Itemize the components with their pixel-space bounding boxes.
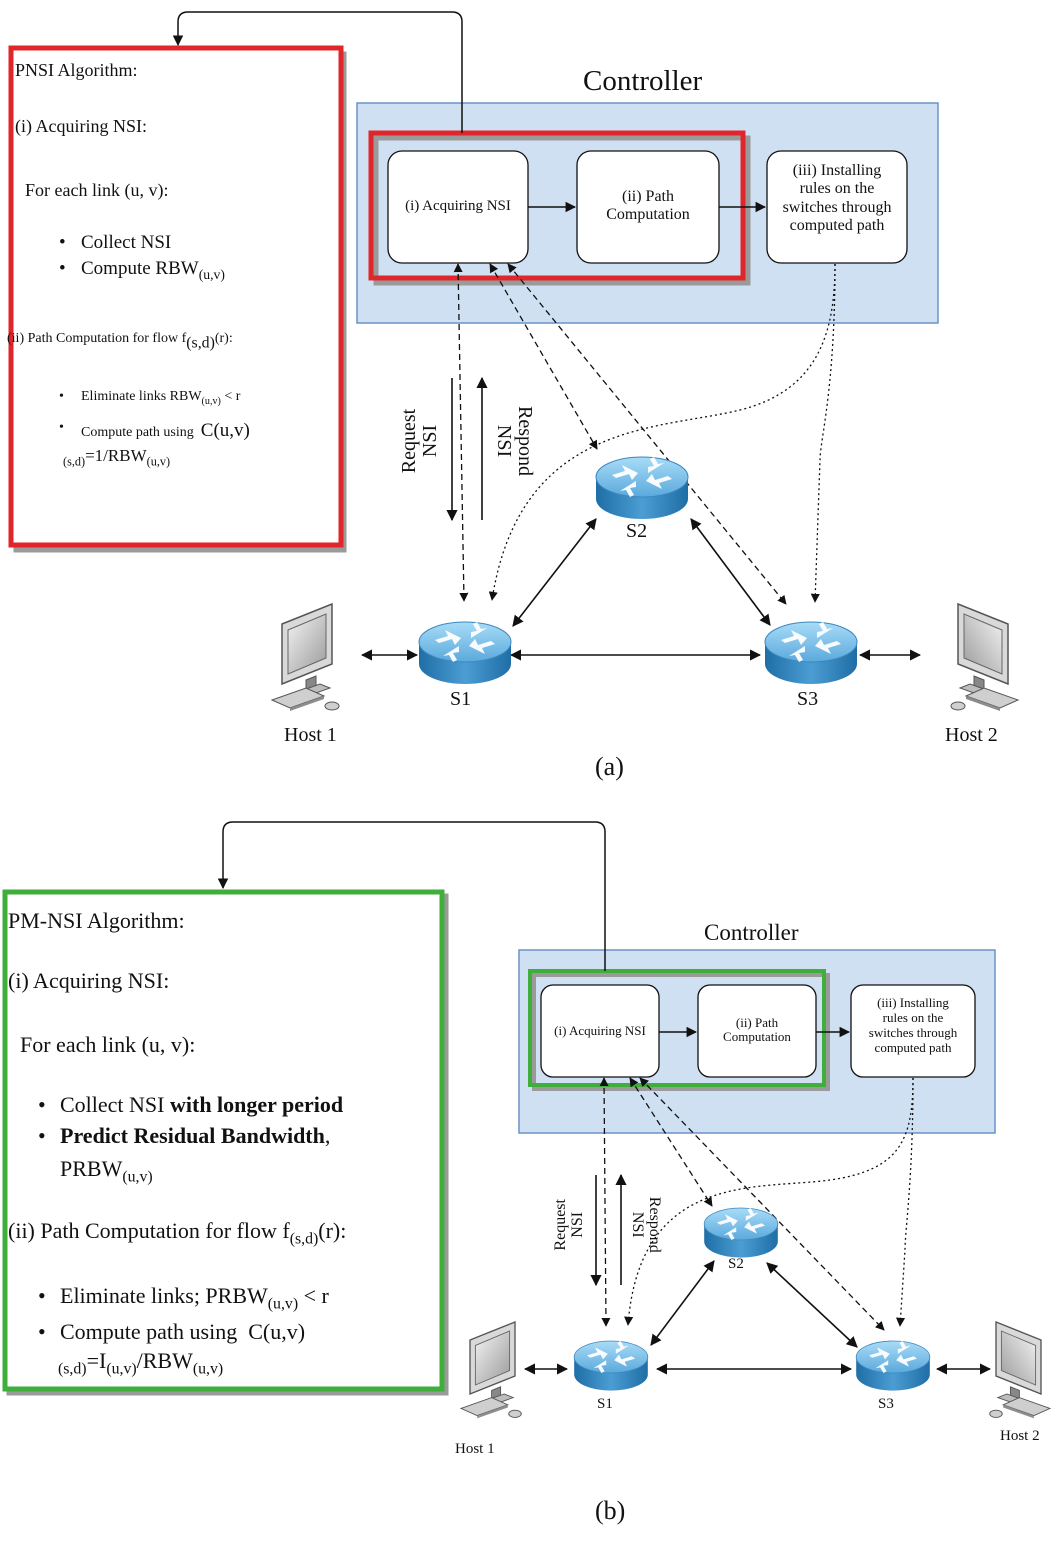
cost-formula: (s,d)=1/RBW(u,v) (63, 446, 171, 469)
bullet-predict-bandwidth: Predict Residual Bandwidth, (38, 1121, 343, 1152)
algorithm-title: PNSI Algorithm: (15, 60, 138, 80)
respond-nsi-label: Respond NSI (493, 406, 536, 476)
switch-s2-label: S2 (626, 520, 648, 542)
controller-title-a: Controller (583, 65, 703, 97)
router-icon (573, 1340, 649, 1391)
switch-s3-label: S3 (878, 1396, 894, 1412)
router-icon (855, 1340, 931, 1391)
host1-label: Host 1 (455, 1441, 495, 1457)
acquiring-nsi-box-b (540, 984, 660, 1078)
caption-b: (b) (595, 1496, 626, 1525)
switch-s1-label: S1 (450, 688, 472, 710)
request-nsi-label: Request NSI (552, 1199, 586, 1251)
bullet-compute-path: Compute path using C(u,v) (59, 417, 250, 446)
bullet-compute-rbw: Compute RBW(u,v) (59, 256, 225, 284)
installing-rules-label-a: (iii) Installing rules on the switches t… (782, 162, 892, 235)
step-path-computation: (ii) Path Computation for flow f(s,d)(r)… (8, 1218, 347, 1248)
switch-s3-label: S3 (797, 688, 819, 710)
bullet-eliminate-links: Eliminate links RBW(u,v) < r (59, 386, 250, 409)
prbw-label: PRBW(u,v) (60, 1156, 153, 1186)
caption-a: (a) (595, 752, 624, 781)
installing-rules-box-b (850, 984, 976, 1078)
bullet-collect-nsi: Collect NSI (59, 230, 225, 256)
switch-s2-label: S2 (728, 1256, 744, 1272)
for-each-link: For each link (u, v): (20, 1032, 196, 1057)
host2-label: Host 2 (1000, 1428, 1040, 1444)
desktop-computer-icon (950, 603, 1019, 712)
bullet-collect-nsi: Collect NSI with longer period (38, 1090, 343, 1121)
for-each-link: For each link (u, v): (25, 180, 169, 200)
desktop-computer-icon (460, 1321, 522, 1419)
step-acquiring: (i) Acquiring NSI: (15, 116, 147, 136)
algorithm-title: PM-NSI Algorithm: (8, 908, 185, 933)
acquiring-nsi-label-b: (i) Acquiring NSI (554, 1023, 646, 1038)
router-icon (595, 456, 689, 520)
acquiring-nsi-label-a: (i) Acquiring NSI (405, 198, 511, 214)
path-computation-label-a: (ii) Path Computation (606, 188, 690, 223)
controller-title-b: Controller (704, 920, 799, 945)
router-icon (764, 621, 858, 685)
cost-formula: (s,d)=I(u,v)/RBW(u,v) (58, 1348, 224, 1378)
path-computation-box-b (697, 984, 817, 1078)
bullet-compute-path: Compute path using C(u,v) (38, 1316, 329, 1348)
desktop-computer-icon (989, 1321, 1051, 1419)
router-icon (703, 1207, 779, 1258)
bullet-eliminate-links: Eliminate links; PRBW(u,v) < r (38, 1280, 329, 1316)
step-path-computation: (ii) Path Computation for flow f(s,d)(r)… (7, 331, 233, 352)
router-icon (418, 621, 512, 685)
respond-nsi-label: Respond NSI (629, 1196, 663, 1253)
algorithm-box-a (8, 45, 344, 548)
desktop-computer-icon (271, 603, 340, 712)
switch-s1-label: S1 (597, 1396, 613, 1412)
path-computation-label-b: (ii) Path Computation (723, 1015, 791, 1045)
host2-label: Host 2 (945, 724, 998, 746)
installing-rules-label-b: (iii) Installing rules on the switches t… (868, 995, 958, 1055)
host1-label: Host 1 (284, 724, 337, 746)
installing-rules-box-a (766, 150, 908, 264)
request-nsi-label: Request NSI (398, 408, 441, 474)
step-acquiring: (i) Acquiring NSI: (8, 968, 170, 993)
